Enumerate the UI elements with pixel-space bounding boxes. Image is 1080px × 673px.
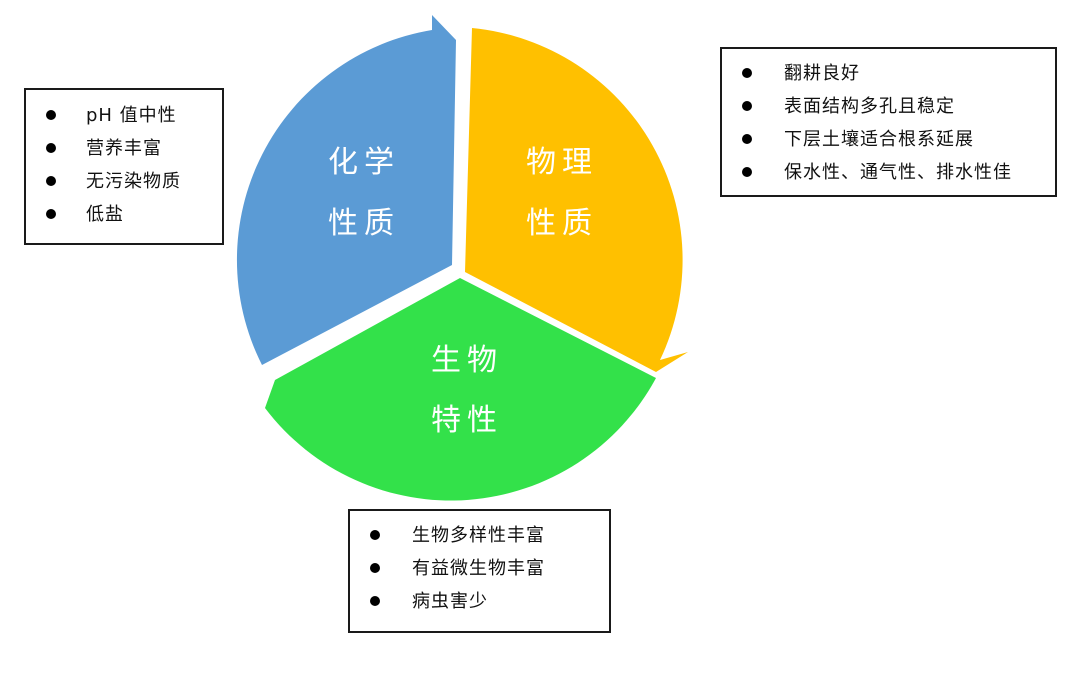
segment-chemical (236, 15, 456, 365)
label-physical-line2: 性质 (526, 206, 598, 241)
list-item: 翻耕良好 (722, 57, 1055, 90)
list-item: 生物多样性丰富 (350, 519, 609, 552)
list-item: 病虫害少 (350, 585, 609, 618)
list-item: 营养丰富 (26, 132, 222, 165)
bullet-icon (742, 101, 752, 111)
label-physical-line1: 物理 (526, 145, 598, 180)
bullet-icon (370, 563, 380, 573)
list-item: pH 值中性 (26, 99, 222, 132)
list-item: 保水性、通气性、排水性佳 (722, 156, 1055, 189)
bullet-icon (370, 530, 380, 540)
bullet-icon (46, 143, 56, 153)
label-chemical-line2: 性质 (328, 206, 400, 241)
list-item: 表面结构多孔且稳定 (722, 90, 1055, 123)
bullet-icon (370, 596, 380, 606)
bullet-icon (46, 110, 56, 120)
biological-properties-box: 生物多样性丰富 有益微生物丰富 病虫害少 (348, 509, 611, 633)
bullet-icon (742, 68, 752, 78)
list-item: 有益微生物丰富 (350, 552, 609, 585)
segment-biological (265, 278, 656, 501)
label-chemical-line1: 化学 (328, 145, 400, 180)
list-item: 低盐 (26, 198, 222, 231)
bullet-icon (742, 167, 752, 177)
bullet-icon (46, 209, 56, 219)
segment-physical (465, 28, 688, 372)
label-biological-line2: 特性 (431, 403, 503, 438)
label-biological-line1: 生物 (431, 343, 503, 378)
physical-properties-box: 翻耕良好 表面结构多孔且稳定 下层土壤适合根系延展 保水性、通气性、排水性佳 (720, 47, 1057, 197)
list-item: 下层土壤适合根系延展 (722, 123, 1055, 156)
chemical-properties-box: pH 值中性 营养丰富 无污染物质 低盐 (24, 88, 224, 245)
bullet-icon (46, 176, 56, 186)
list-item: 无污染物质 (26, 165, 222, 198)
bullet-icon (742, 134, 752, 144)
